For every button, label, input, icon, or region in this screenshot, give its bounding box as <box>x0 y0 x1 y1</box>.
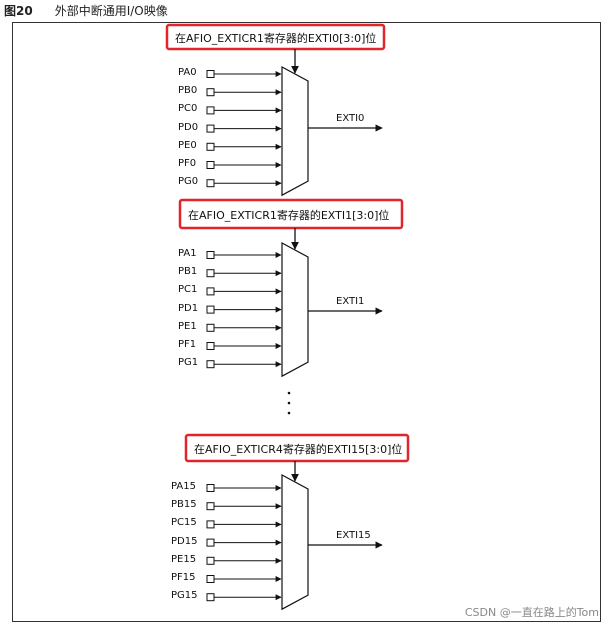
pin-label: PG1 <box>178 357 199 369</box>
pin-label: PF1 <box>178 339 197 350</box>
pin-terminal <box>206 142 215 151</box>
pin-terminal <box>206 124 215 133</box>
pin-terminal <box>206 269 215 278</box>
pin-label: PB15 <box>171 499 197 511</box>
pin-terminal <box>206 520 215 529</box>
pin-label: PE0 <box>178 139 197 151</box>
continuation-dots <box>287 391 291 415</box>
pin-terminal <box>206 161 215 169</box>
figure-title: 外部中断通用I/O映像 <box>54 4 168 18</box>
pin-label: PG0 <box>178 176 199 188</box>
pin-terminal <box>206 593 215 602</box>
multiplexer <box>281 241 309 378</box>
pin-terminal <box>206 484 215 492</box>
figure-number: 图20 <box>4 4 33 18</box>
config-register-label: 在AFIO_EXTICR4寄存器的EXTI15[3:0]位 <box>194 441 403 457</box>
pin-terminal <box>206 305 215 314</box>
pin-label: PE15 <box>171 553 197 565</box>
pin-label: PC15 <box>171 517 197 529</box>
pin-terminal <box>206 502 215 511</box>
pin-terminal <box>206 342 215 350</box>
pin-terminal <box>206 556 215 565</box>
pin-label: PC0 <box>178 103 198 115</box>
pin-terminal <box>206 538 215 547</box>
pin-terminal <box>206 251 215 259</box>
pin-terminal <box>206 179 215 188</box>
pin-label: PA1 <box>178 248 197 259</box>
pin-label: PA15 <box>171 481 196 492</box>
watermark: CSDN @一直在路上的Tom <box>464 606 599 619</box>
pin-label: PA0 <box>178 67 197 78</box>
output-label: EXTI1 <box>336 296 365 307</box>
figure-caption: 图20 外部中断通用I/O映像 <box>4 2 168 19</box>
diagram-frame <box>12 22 601 622</box>
pin-terminal <box>206 360 215 369</box>
pin-terminal <box>206 88 215 97</box>
multiplexer <box>281 65 309 197</box>
pin-label: PG15 <box>171 590 198 602</box>
pin-terminal <box>206 106 215 115</box>
pin-label: PF15 <box>171 572 196 583</box>
pin-terminal <box>206 323 215 332</box>
pin-terminal <box>206 70 215 78</box>
config-register-label: 在AFIO_EXTICR1寄存器的EXTI0[3:0]位 <box>175 30 377 46</box>
output-label: EXTI15 <box>336 530 371 541</box>
output-label: EXTI0 <box>336 113 365 124</box>
pin-label: PB0 <box>178 85 198 97</box>
multiplexer <box>281 473 309 611</box>
pin-label: PC1 <box>178 284 198 296</box>
pin-terminal <box>206 575 215 583</box>
pin-label: PB1 <box>178 266 198 278</box>
config-register-label: 在AFIO_EXTICR1寄存器的EXTI1[3:0]位 <box>188 207 390 223</box>
pin-label: PD0 <box>178 121 199 133</box>
pin-label: PD1 <box>178 302 199 314</box>
pin-label: PD15 <box>171 535 198 547</box>
pin-terminal <box>206 287 215 296</box>
pin-label: PE1 <box>178 320 197 332</box>
pin-label: PF0 <box>178 158 197 169</box>
